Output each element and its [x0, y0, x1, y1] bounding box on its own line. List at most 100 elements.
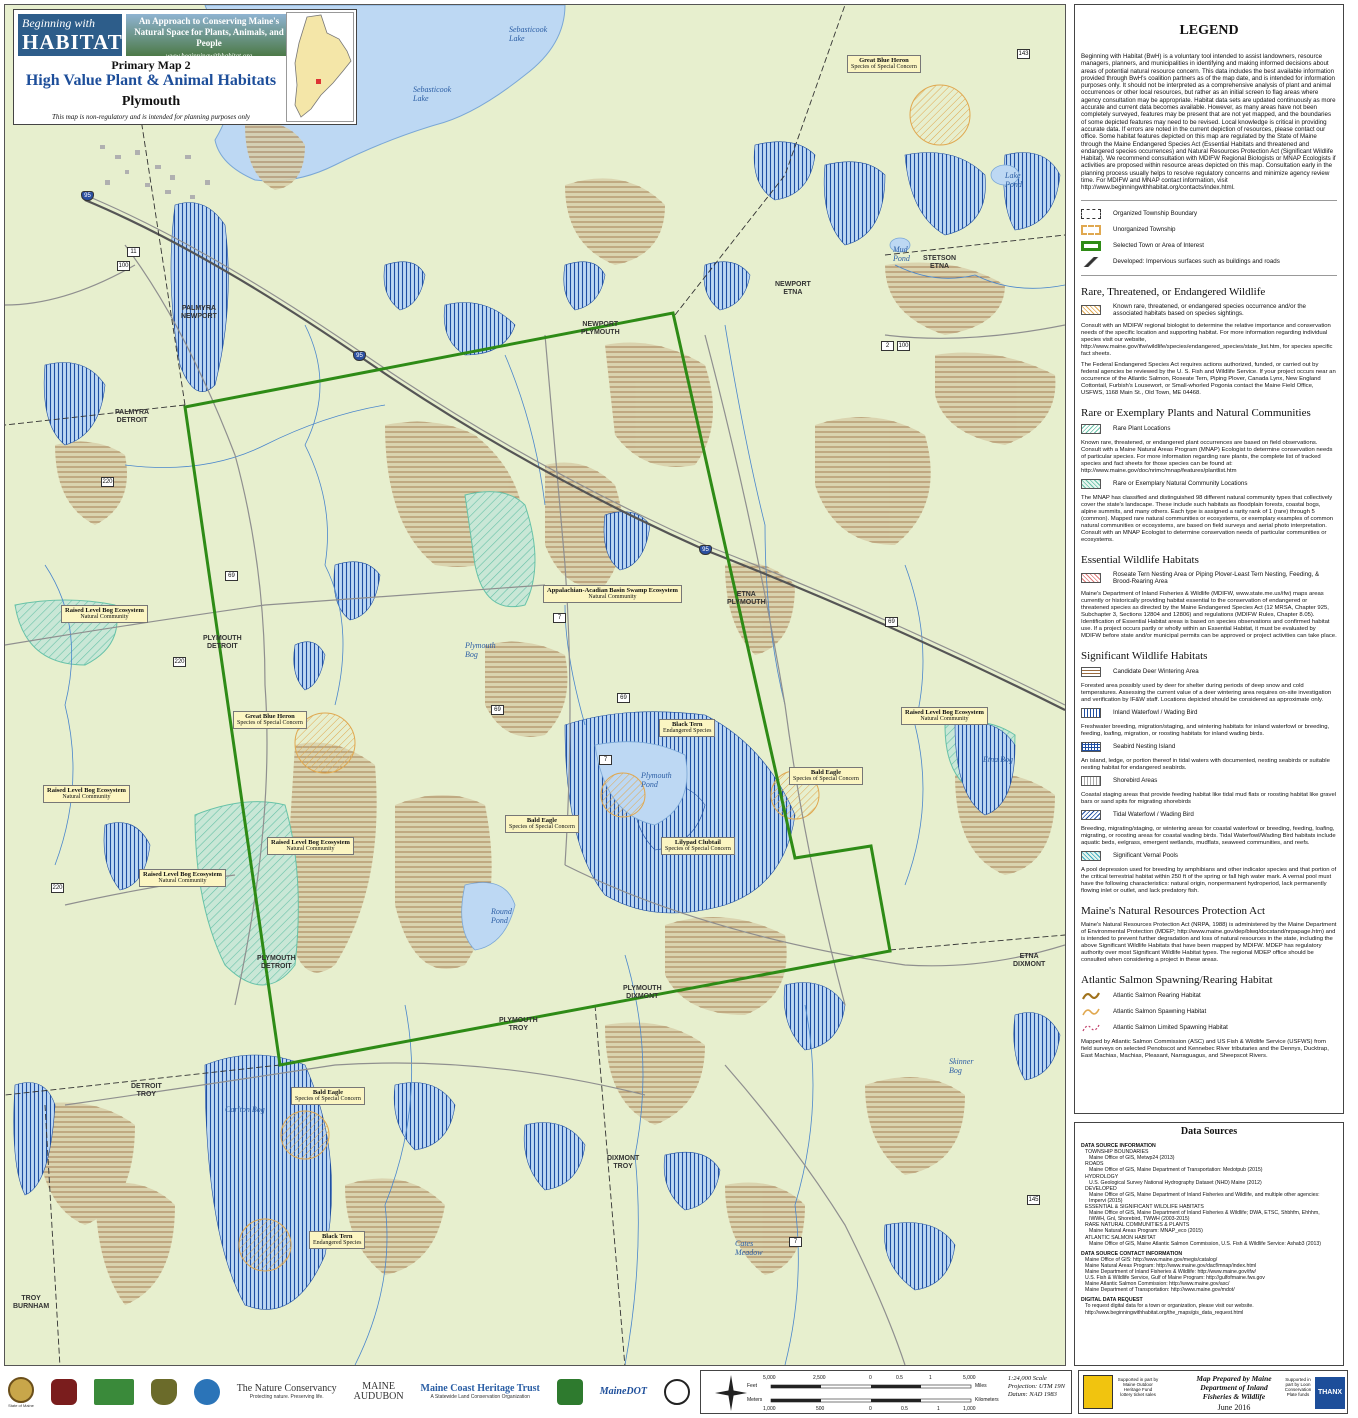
section-heading: Essential Wildlife Habitats — [1081, 553, 1199, 566]
legend-title: LEGEND — [1179, 23, 1239, 38]
interstate-95 — [84, 198, 1065, 711]
data-source-line: ESSENTIAL & SIGNIFICANT WILDLIFE HABITAT… — [1085, 1204, 1204, 1211]
legend-row-limited: Atlantic Salmon Limited Spawning Habitat — [1081, 1023, 1337, 1033]
scale-tick: 0.5 — [896, 1375, 903, 1381]
road-shield: 220 — [173, 657, 186, 667]
data-source-line: ATLANTIC SALMON HABITAT — [1085, 1234, 1156, 1241]
section-heading: Rare or Exemplary Plants and Natural Com… — [1081, 406, 1311, 419]
credit-text: Map Prepared by Maine Department of Inla… — [1196, 1374, 1272, 1412]
logo-line2: HABITAT — [22, 30, 123, 54]
logo-line1: Beginning with — [22, 16, 95, 30]
road-shield: 11 — [127, 247, 140, 257]
data-source-line: Maine Department of Inland Fisheries & W… — [1085, 1268, 1256, 1275]
scale-feet-label: Feet — [747, 1383, 758, 1389]
road-shield: 143 — [1017, 49, 1030, 59]
tree-icon — [556, 1379, 583, 1405]
agriculture-icon — [93, 1379, 134, 1405]
data-source-line: To request digital data for a town or or… — [1085, 1303, 1254, 1310]
legend-row-vernal: Significant Vernal Pools — [1081, 850, 1337, 861]
water-label: Lake Pond — [1005, 171, 1022, 189]
road-shield: 7 — [789, 1237, 802, 1247]
moose-plate-icon — [1083, 1375, 1113, 1409]
maine-dot-logo: MaineDOT — [599, 1386, 647, 1397]
legend-row-rare-plant: Rare Plant Locations — [1081, 423, 1337, 434]
scale-tick: 5,000 — [763, 1375, 776, 1381]
scale-tick: 500 — [816, 1406, 825, 1412]
data-source-line: Maine Office of GIS, Maine Atlantic Salm… — [1089, 1240, 1321, 1247]
scale-tick: 0 — [869, 1375, 872, 1381]
support-text: Supported in part by Maine Outdoor Herit… — [1117, 1377, 1159, 1397]
water-label: Sebasticook Lake — [413, 85, 452, 103]
legend-row-unorganized: Unorganized Township — [1081, 224, 1337, 235]
scale-bar — [715, 1375, 972, 1411]
data-source-line: ROADS — [1085, 1161, 1104, 1168]
ifw-logo — [50, 1379, 77, 1405]
legend-row-seabird: Seabird Nesting Island — [1081, 741, 1337, 752]
data-sources-title: Data Sources — [1180, 1126, 1238, 1137]
legend-row-essential: Roseate Tern Nesting Area or Piping Plov… — [1081, 571, 1337, 585]
credit-box: Supported in part by Maine Outdoor Herit… — [1078, 1370, 1348, 1414]
salmon-rearing-icon — [1082, 992, 1100, 1000]
map-title: High Value Plant & Animal Habitats — [25, 72, 277, 89]
scale-tick: 5,000 — [963, 1375, 976, 1381]
callout-basin-swamp[interactable]: Appalachian-Acadian Basin Swamp Ecosyste… — [543, 585, 682, 603]
water-label: Cates Meadow — [735, 1239, 763, 1257]
data-source-line: Maine Department of Transportation: http… — [1085, 1287, 1235, 1294]
forest-logo — [556, 1379, 583, 1405]
township-boundaries — [5, 5, 1065, 1365]
maine-outline-icon — [294, 14, 352, 118]
legend-row-deer: Candidate Deer Wintering Area — [1081, 666, 1337, 677]
developed-area — [100, 145, 210, 199]
deer-swatch-icon — [1081, 666, 1101, 677]
north-arrow-icon — [715, 1375, 747, 1411]
data-source-line: Maine Atlantic Salmon Commission: http:/… — [1085, 1281, 1230, 1288]
scale-tick: 0 — [869, 1406, 872, 1412]
support-text: Supported in part by Loon Conservation P… — [1284, 1377, 1312, 1397]
maine-locator-map — [286, 12, 354, 122]
map-panel[interactable]: Beginning with HABITAT An Approach to Co… — [4, 4, 1066, 1366]
legend-row-rearing: Atlantic Salmon Rearing Habitat — [1081, 991, 1337, 1001]
road-shield: 95 — [353, 351, 366, 361]
tagline-url: www.beginningwithhabitat.org — [165, 52, 253, 60]
scale-tick: 1,000 — [763, 1406, 776, 1412]
scale-tick: 0.5 — [901, 1406, 908, 1412]
legend-row-tidal: Tidal Waterfowl / Wading Bird — [1081, 809, 1337, 820]
footer: State of Maine The Nature Conservancy Pr… — [4, 1370, 1348, 1414]
legend-panel: LEGEND Beginning with Habitat (BwH) is a… — [1074, 4, 1344, 1114]
iwwh-swatch-icon — [1081, 707, 1101, 718]
data-source-line: HYDROLOGY — [1085, 1173, 1119, 1180]
shorebird-swatch-icon — [1081, 775, 1101, 786]
legend-intro: Beginning with Habitat (BwH) is a volunt… — [1081, 53, 1336, 192]
roads — [5, 194, 1065, 1365]
state-seal-icon — [8, 1376, 34, 1403]
vernal-swatch-icon — [1081, 850, 1101, 861]
tagline-text: An Approach to Conserving Maine's Natura… — [134, 16, 284, 48]
usfws-shield-icon — [150, 1379, 177, 1405]
data-source-line: Maine Office of GIS: http://www.maine.go… — [1085, 1256, 1218, 1263]
maine-audubon-logo: MAINE AUDUBON — [353, 1381, 404, 1402]
agriculture-logo — [93, 1379, 134, 1405]
water-label: Mud Pond — [893, 245, 910, 263]
rte-species-areas — [238, 84, 971, 1272]
title-block: Beginning with HABITAT An Approach to Co… — [13, 9, 357, 125]
data-source-line: Maine Office of GIS, Maine Department of… — [1089, 1191, 1320, 1204]
